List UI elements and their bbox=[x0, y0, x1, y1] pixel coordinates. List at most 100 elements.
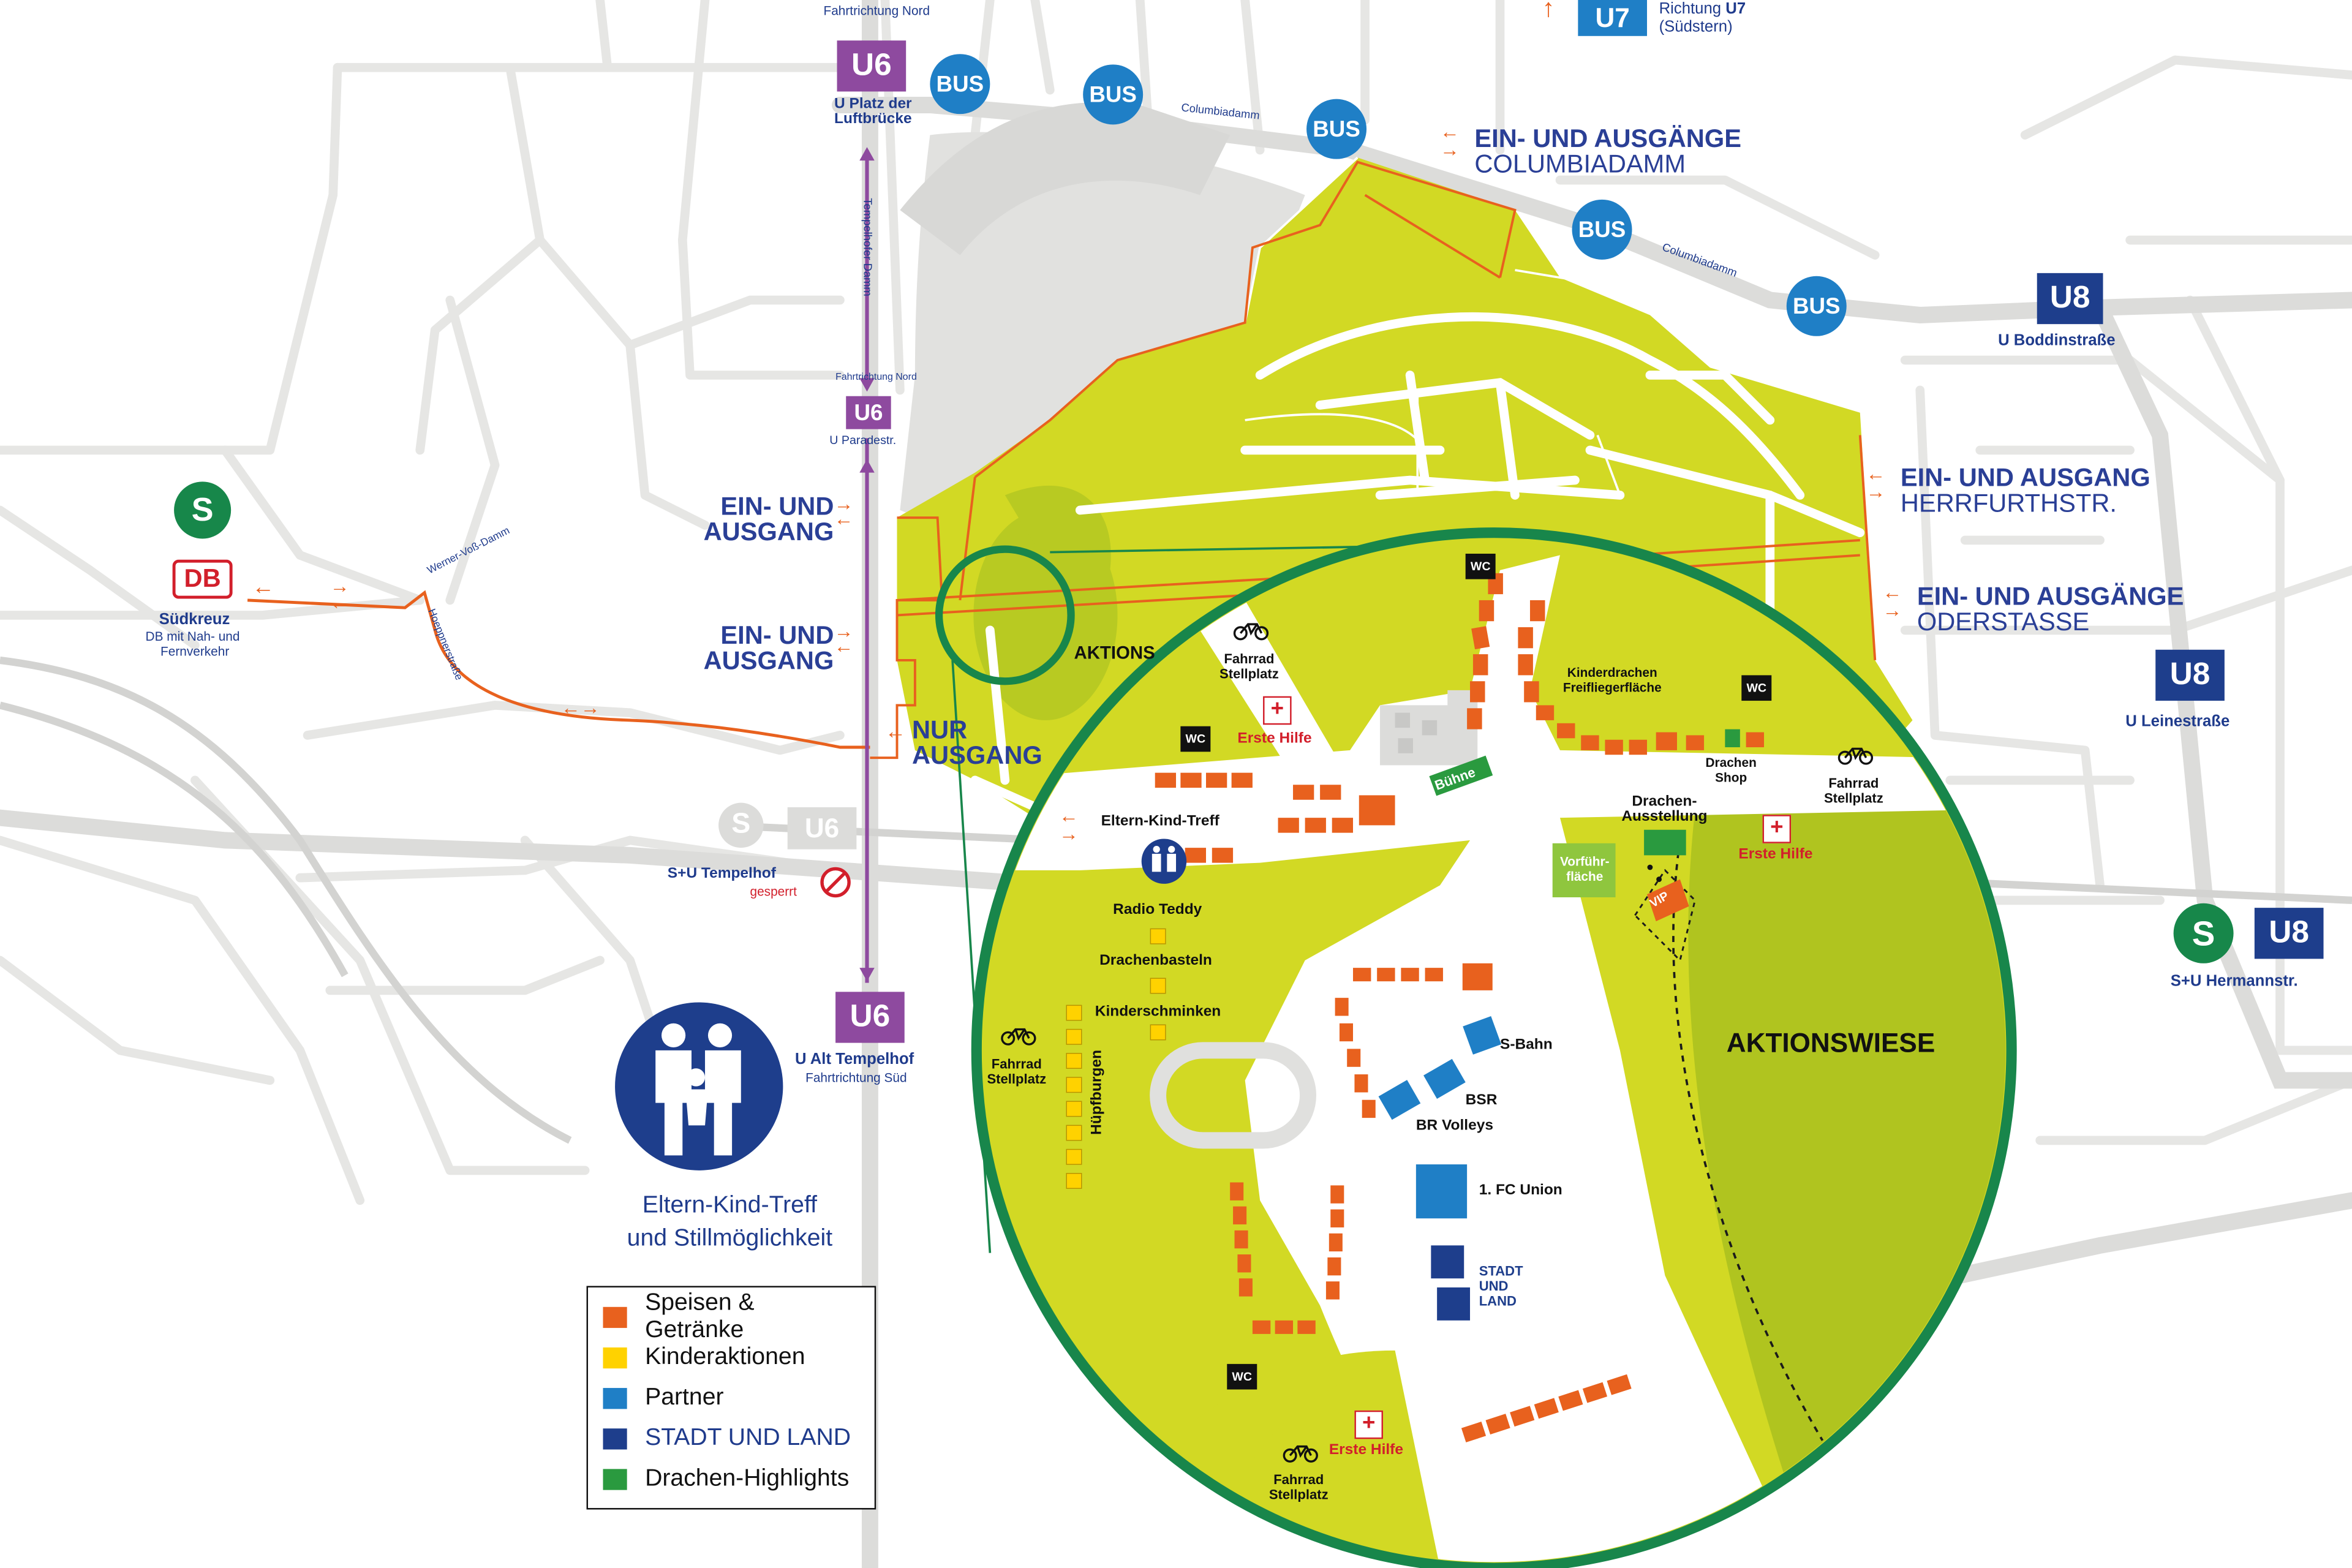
route-arrows-1: →← bbox=[330, 575, 350, 614]
legend-swatch-stadt-und-land bbox=[603, 1427, 627, 1449]
s-bahn-label: S-Bahn bbox=[1500, 1036, 1553, 1054]
tempelhof-closed-status: gesperrt bbox=[750, 883, 797, 899]
s-hermannstr-badge: S bbox=[2173, 903, 2234, 963]
bus-badge-3: BUS bbox=[1306, 99, 1367, 159]
legend-label-partner: Partner bbox=[645, 1384, 724, 1410]
wc-icon-4: WC bbox=[1227, 1363, 1257, 1390]
first-aid-icon-1: + bbox=[1263, 696, 1292, 725]
aktions-cut-label: AKTIONS bbox=[1074, 642, 1155, 663]
u7-badge: U7 bbox=[1578, 0, 1648, 36]
legend-item-drachen: Drachen-Highlights bbox=[603, 1458, 859, 1499]
u6-alt-tempelhof-badge: U6 bbox=[835, 992, 905, 1043]
oder-arrows: ←→ bbox=[1882, 581, 1902, 622]
s-tempelhof-badge-faded: S bbox=[718, 802, 764, 848]
legend-label-drachen: Drachen-Highlights bbox=[645, 1465, 850, 1491]
aktionswiese-label: AKTIONSWIESE bbox=[1726, 1028, 1936, 1058]
detail-west-arrows: ←→ bbox=[1058, 804, 1079, 845]
legend-item-food: Speisen & Getränke bbox=[603, 1290, 859, 1342]
legend-label-food: Speisen & Getränke bbox=[645, 1289, 755, 1343]
wc-icon-3: WC bbox=[1180, 726, 1211, 752]
stalls-food bbox=[1155, 573, 1765, 1442]
tempelhofer-damm-label: Tempelhofer Damm bbox=[861, 198, 875, 296]
bike-icons bbox=[1001, 623, 1874, 1463]
hermannstr-station: S+U Hermannstr. bbox=[2170, 972, 2298, 990]
stalls-kids bbox=[1066, 928, 1166, 1189]
suedkreuz-arrow: ← bbox=[252, 575, 275, 600]
suedkreuz-sub-2: Fernverkehr bbox=[160, 643, 230, 659]
herrfurth-arrows: ←→ bbox=[1866, 462, 1886, 503]
kinderschminken-label: Kinderschminken bbox=[1095, 1003, 1221, 1020]
bus-badge-2: BUS bbox=[1083, 64, 1144, 125]
legend-swatch-drachen bbox=[603, 1468, 627, 1490]
legend-swatch-food bbox=[603, 1306, 627, 1327]
eltern-kind-treff-label: Eltern-Kind-Treff bbox=[1101, 813, 1219, 830]
airport-terminal bbox=[900, 102, 1231, 255]
huepfburgen-label: Hüpfburgen bbox=[1088, 1050, 1106, 1135]
u6-paradestr-badge: U6 bbox=[846, 396, 891, 429]
db-logo: DB bbox=[172, 559, 233, 599]
drachenbasteln-label: Drachenbasteln bbox=[1099, 952, 1212, 970]
u8-leine-badge: U8 bbox=[2155, 649, 2225, 701]
first-aid-label-3: Erste Hilfe bbox=[1329, 1442, 1403, 1459]
first-aid-icon-2: + bbox=[1762, 815, 1792, 843]
detail-paths bbox=[982, 555, 1950, 1562]
closed-symbol bbox=[820, 867, 851, 898]
exit-only-arrow: ← bbox=[884, 718, 907, 743]
first-aid-label-1: Erste Hilfe bbox=[1237, 731, 1312, 748]
u8-boddin-badge: U8 bbox=[2037, 273, 2103, 325]
legend-label-stadt-und-land: STADT UND LAND bbox=[645, 1425, 851, 1450]
legend-item-kids: Kinderaktionen bbox=[603, 1337, 859, 1378]
u6-north-badge: U6 bbox=[837, 40, 907, 92]
stalls-stadt-und-land bbox=[1431, 1245, 1471, 1321]
u6-alt-tempelhof-station: U Alt Tempelhof bbox=[794, 1050, 914, 1069]
legend: Speisen & Getränke Kinderaktionen Partne… bbox=[586, 1286, 876, 1510]
legend-item-partner: Partner bbox=[603, 1378, 859, 1418]
u6-north-direction: Fahrtrichtung Nord bbox=[823, 2, 930, 18]
family-icon-small bbox=[1141, 839, 1187, 884]
bsr-label: BSR bbox=[1465, 1092, 1498, 1109]
stalls-partner bbox=[1378, 1016, 1502, 1219]
u8-boddin-station: U Boddinstraße bbox=[1998, 331, 2116, 350]
fc-union-label: 1. FC Union bbox=[1479, 1182, 1562, 1199]
legend-swatch-kids bbox=[603, 1346, 627, 1368]
vorfuehrflaeche-label: Vorführ-fläche bbox=[1559, 853, 1610, 884]
columbia-arrows: ←→ bbox=[1440, 119, 1460, 161]
first-aid-label-2: Erste Hilfe bbox=[1738, 846, 1813, 863]
wc-icon-1: WC bbox=[1465, 553, 1496, 579]
u7-direction: Richtung U7(Südstern) bbox=[1659, 0, 1746, 36]
bus-badge-1: BUS bbox=[930, 54, 990, 115]
radio-teddy-label: Radio Teddy bbox=[1113, 902, 1202, 919]
s-suedkreuz-badge: S bbox=[174, 481, 232, 539]
legend-label-kids: Kinderaktionen bbox=[645, 1343, 805, 1370]
suedkreuz-sub-1: DB mit Nah- und bbox=[145, 628, 240, 644]
suedkreuz-station: Südkreuz bbox=[159, 611, 230, 629]
u8-leine-station: U Leinestraße bbox=[2125, 712, 2230, 731]
legend-swatch-partner bbox=[603, 1387, 627, 1409]
u6-tempelhof-badge-faded: U6 bbox=[787, 807, 857, 850]
u6-paradestr-station: U Paradestr. bbox=[829, 433, 897, 448]
airport-apron bbox=[900, 132, 1305, 540]
u6-north-station: U Platz der Luftbrücke bbox=[834, 96, 912, 128]
drachen-ausstellung-label: Drachen-Ausstellung bbox=[1621, 793, 1708, 826]
family-icon-large bbox=[615, 1002, 783, 1170]
bus-badge-4: BUS bbox=[1572, 199, 1632, 260]
u6-paradestr-direction: Fahrtrichtung Nord bbox=[835, 372, 917, 383]
bus-badge-5: BUS bbox=[1786, 276, 1847, 336]
u6-alt-tempelhof-direction: Fahrtrichtung Süd bbox=[805, 1069, 907, 1085]
u8-hermannstr-badge: U8 bbox=[2254, 908, 2324, 959]
